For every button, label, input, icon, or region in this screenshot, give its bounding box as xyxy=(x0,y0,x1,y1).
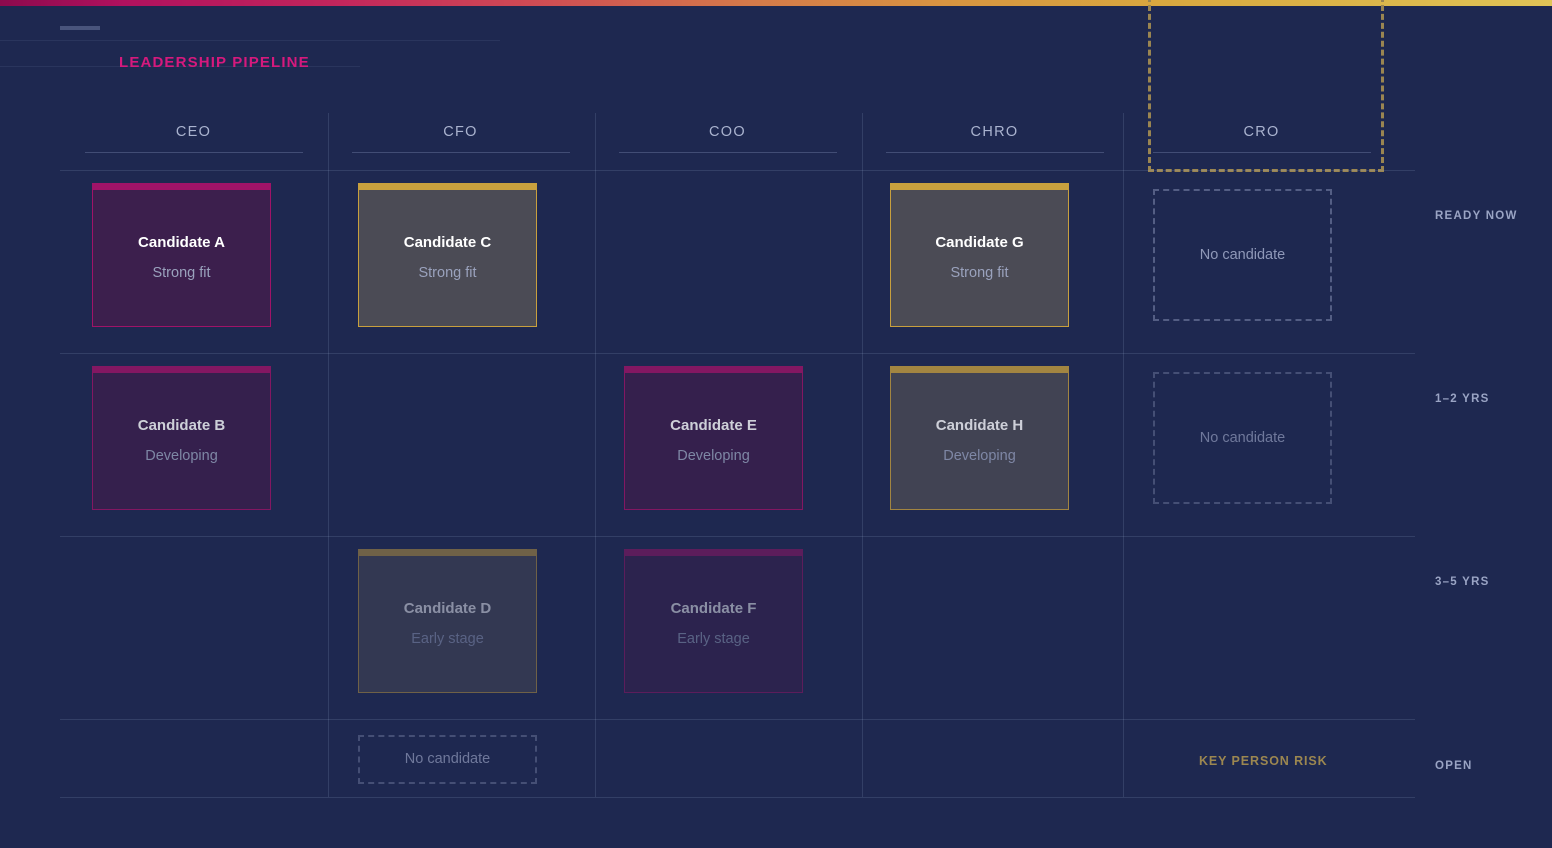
candidate-name: Candidate A xyxy=(138,234,225,252)
empty-slot-label: No candidate xyxy=(404,751,491,768)
candidate-status: Early stage xyxy=(411,631,484,648)
column-divider-2 xyxy=(595,113,596,797)
candidate-card-g[interactable]: Candidate G Strong fit xyxy=(890,183,1069,327)
column-header-label: CHRO xyxy=(970,124,1019,140)
candidate-card-b[interactable]: Candidate B Developing xyxy=(92,366,271,510)
title-accent-dash xyxy=(60,26,100,30)
decorative-rule-lower xyxy=(0,66,360,67)
column-header-rule xyxy=(1152,151,1371,153)
row-divider-2 xyxy=(60,536,1415,537)
row-label-open: OPEN xyxy=(1435,760,1473,772)
candidate-card-h[interactable]: Candidate H Developing xyxy=(890,366,1069,510)
column-header-label: COO xyxy=(709,124,746,140)
candidate-card-f[interactable]: Candidate F Early stage xyxy=(624,549,803,693)
candidate-status: Strong fit xyxy=(152,265,211,282)
column-header-label: CRO xyxy=(1243,124,1280,140)
row-divider-bottom xyxy=(60,797,1415,798)
row-divider-header xyxy=(60,170,1415,171)
row-divider-3 xyxy=(60,719,1415,720)
row-label-3-5-yrs: 3–5 YRS xyxy=(1435,576,1490,588)
candidate-name: Candidate H xyxy=(935,417,1024,435)
column-divider-4 xyxy=(1123,113,1124,797)
decorative-rule-upper xyxy=(0,40,500,41)
candidate-status: Strong fit xyxy=(950,265,1009,282)
candidate-name: Candidate C xyxy=(403,234,492,252)
empty-slot-cro-1-2-yrs[interactable]: No candidate xyxy=(1153,372,1332,504)
empty-slot-cro-ready-now[interactable]: No candidate xyxy=(1153,189,1332,321)
candidate-status: Strong fit xyxy=(418,265,477,282)
page-title: LEADERSHIP PIPELINE xyxy=(119,54,310,71)
row-divider-1 xyxy=(60,353,1415,354)
column-header-label: CEO xyxy=(175,124,212,140)
candidate-status: Early stage xyxy=(677,631,750,648)
column-header-label: CFO xyxy=(443,124,478,140)
column-header-cro[interactable]: CRO xyxy=(1128,125,1395,153)
candidate-card-c[interactable]: Candidate C Strong fit xyxy=(358,183,537,327)
succession-grid: CEO CFO COO CHRO CRO Candidate A Strong … xyxy=(60,113,1415,798)
column-header-chro[interactable]: CHRO xyxy=(861,125,1128,153)
column-header-cfo[interactable]: CFO xyxy=(327,125,594,153)
candidate-name: Candidate D xyxy=(403,600,492,618)
row-label-1-2-yrs: 1–2 YRS xyxy=(1435,393,1490,405)
candidate-card-e[interactable]: Candidate E Developing xyxy=(624,366,803,510)
key-person-risk-annotation: KEY PERSON RISK xyxy=(1199,754,1328,768)
candidate-status: Developing xyxy=(677,448,750,465)
candidate-status: Developing xyxy=(145,448,218,465)
column-header-rule xyxy=(618,151,837,153)
title-block: LEADERSHIP PIPELINE xyxy=(119,55,310,70)
column-header-coo[interactable]: COO xyxy=(594,125,861,153)
candidate-card-d[interactable]: Candidate D Early stage xyxy=(358,549,537,693)
column-header-rule xyxy=(84,151,303,153)
empty-slot-cfo-open[interactable]: No candidate xyxy=(358,735,537,784)
column-divider-3 xyxy=(862,113,863,797)
candidate-name: Candidate E xyxy=(670,417,757,435)
empty-slot-label: No candidate xyxy=(1199,429,1286,446)
column-divider-1 xyxy=(328,113,329,797)
candidate-status: Developing xyxy=(943,448,1016,465)
candidate-name: Candidate F xyxy=(670,600,757,618)
candidate-name: Candidate B xyxy=(137,417,226,435)
candidate-card-a[interactable]: Candidate A Strong fit xyxy=(92,183,271,327)
column-header-ceo[interactable]: CEO xyxy=(60,125,327,153)
candidate-name: Candidate G xyxy=(935,234,1024,252)
column-header-rule xyxy=(885,151,1104,153)
row-label-ready-now: READY NOW xyxy=(1435,210,1518,222)
column-header-rule xyxy=(351,151,570,153)
top-accent-gradient-bar xyxy=(0,0,1552,6)
empty-slot-label: No candidate xyxy=(1199,246,1286,263)
